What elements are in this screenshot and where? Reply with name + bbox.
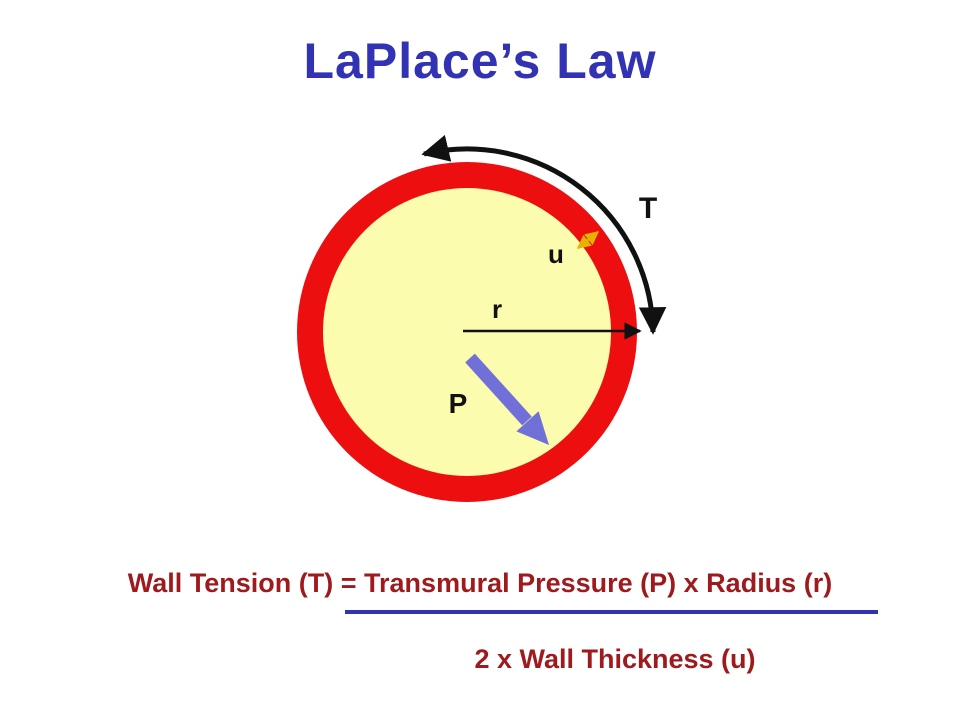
pressure-arrowhead (516, 411, 549, 445)
tension-label: T (639, 192, 657, 225)
pressure-label: P (449, 388, 468, 419)
slide-title: LaPlace’s Law (303, 33, 657, 89)
thickness-label: u (548, 239, 564, 269)
radius-label: r (492, 294, 502, 324)
equation-numerator: Wall Tension (T) = Transmural Pressure (… (127, 568, 833, 598)
tension-arc-arrow (421, 134, 667, 335)
laplace-diagram: T u r P (297, 134, 667, 502)
fraction-bar (345, 610, 878, 614)
equation-denominator: 2 x Wall Thickness (u) (474, 644, 756, 674)
pressure-arrow (465, 353, 532, 426)
wall-thickness-arrow (576, 231, 600, 249)
